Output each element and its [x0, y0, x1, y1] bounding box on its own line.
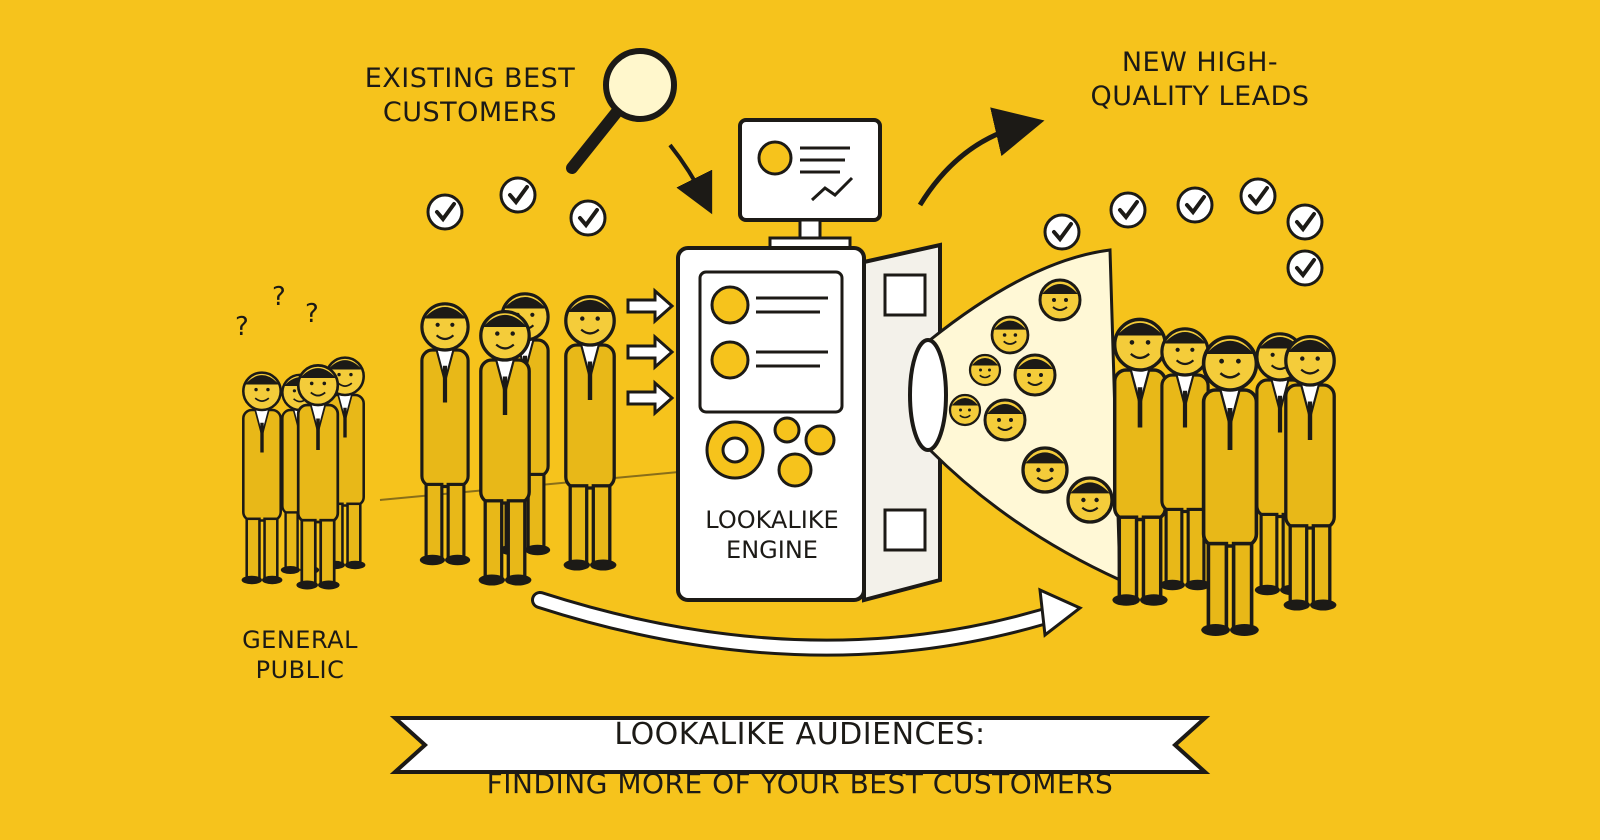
gear-icon — [705, 416, 836, 488]
best-customers-group — [420, 294, 617, 586]
svg-text:?: ? — [272, 282, 286, 312]
check-icon — [426, 176, 607, 237]
general-public-group — [239, 355, 368, 592]
banner-subtitle: FINDING MORE OF YOUR BEST CUSTOMERS — [486, 767, 1114, 800]
title-ribbon — [389, 716, 1211, 774]
existing-best-customers-label: EXISTING BEST CUSTOMERS — [364, 63, 576, 128]
lookalike-engine-label: LOOKALIKE ENGINE — [705, 506, 839, 564]
question-mark-icon: ? ? ? — [235, 282, 319, 342]
magnifier-icon — [566, 48, 677, 174]
arrow-icon — [626, 287, 675, 417]
svg-text:?: ? — [235, 312, 249, 342]
profile-card-icon — [710, 285, 828, 380]
arrow-icon — [668, 143, 713, 215]
monitor-icon — [738, 118, 882, 250]
engine-output-port — [908, 338, 948, 452]
general-public-label: GENERAL PUBLIC — [242, 626, 358, 684]
banner-title: LOOKALIKE AUDIENCES: — [614, 717, 986, 752]
new-leads-group — [1112, 319, 1336, 636]
new-high-quality-leads-label: NEW HIGH-QUALITY LEADS — [1090, 47, 1310, 112]
arrow-icon — [917, 107, 1045, 207]
banner: LOOKALIKE AUDIENCES: FINDING MORE OF YOU… — [395, 695, 1205, 835]
svg-text:?: ? — [305, 299, 319, 329]
lookalike-engine — [676, 242, 942, 603]
